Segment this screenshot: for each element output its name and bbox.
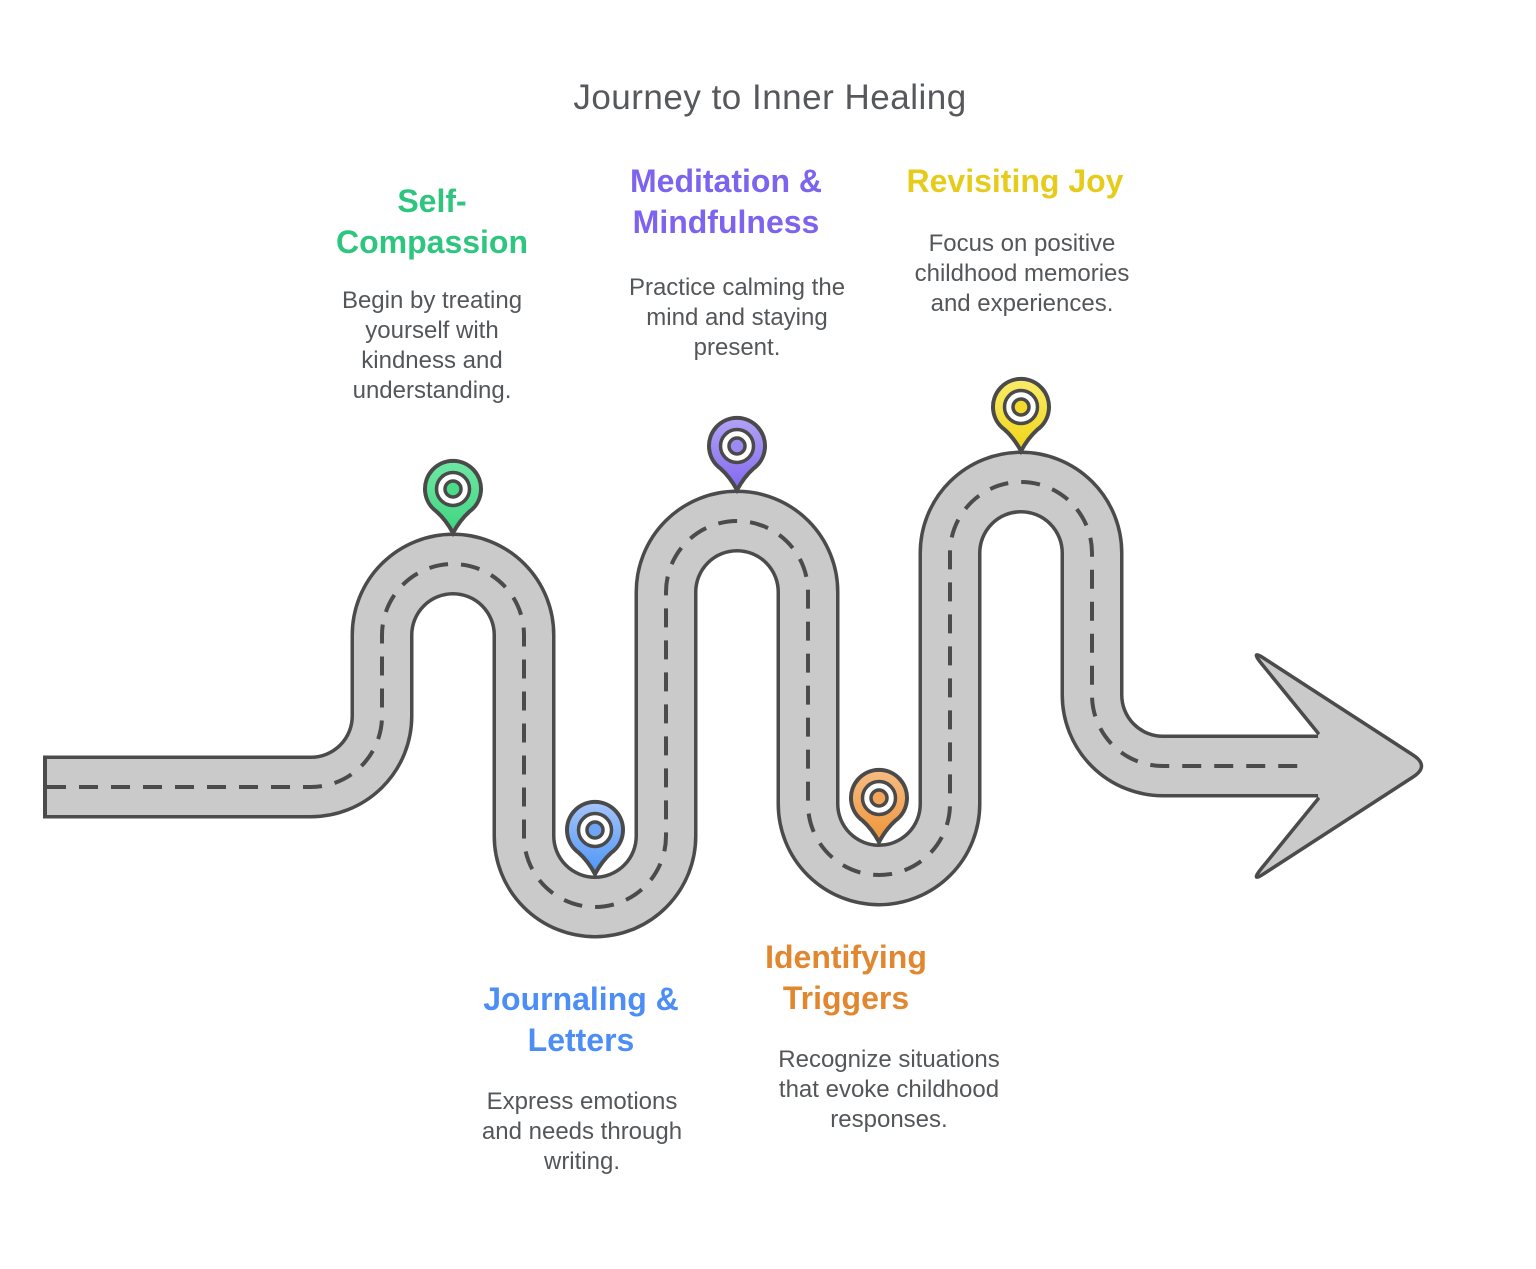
map-pin-meditation-mindfulness (707, 415, 767, 495)
milestone-heading-journaling-letters: Journaling & Letters (483, 981, 679, 1058)
road-center-dashed-line (47, 480, 1300, 909)
pin-dot (443, 479, 463, 499)
milestone-description-meditation-mindfulness: Practice calming the mind and staying pr… (628, 274, 846, 361)
pin-dot (869, 788, 889, 808)
map-pin-revisiting-joy (991, 376, 1051, 456)
arrow-head-outline (1254, 653, 1424, 879)
milestone-description-identifying-triggers: Recognize situations that evoke childhoo… (778, 1046, 1000, 1133)
page-title: Journey to Inner Healing (573, 78, 967, 117)
milestone-heading-self-compassion: Self- Compassion (335, 183, 529, 260)
map-pin-journaling-letters (565, 799, 625, 879)
map-pin-self-compassion (423, 458, 483, 538)
milestone-description-revisiting-joy: Focus on positive childhood memories and… (914, 230, 1130, 317)
milestone-heading-meditation-mindfulness: Meditation & Mindfulness (630, 163, 822, 240)
arrow-head-fill (1256, 654, 1422, 878)
map-pin-identifying-triggers (849, 767, 909, 847)
road-surface (47, 454, 1332, 935)
pin-dot (585, 820, 605, 840)
milestone-description-self-compassion: Begin by treating yourself with kindness… (341, 287, 523, 404)
pin-dot (1011, 397, 1031, 417)
milestone-heading-revisiting-joy: Revisiting Joy (906, 163, 1124, 199)
milestone-description-journaling-letters: Express emotions and needs through writi… (481, 1088, 683, 1175)
pin-dot (727, 436, 747, 456)
milestone-heading-identifying-triggers: Identifying Triggers (765, 939, 927, 1016)
